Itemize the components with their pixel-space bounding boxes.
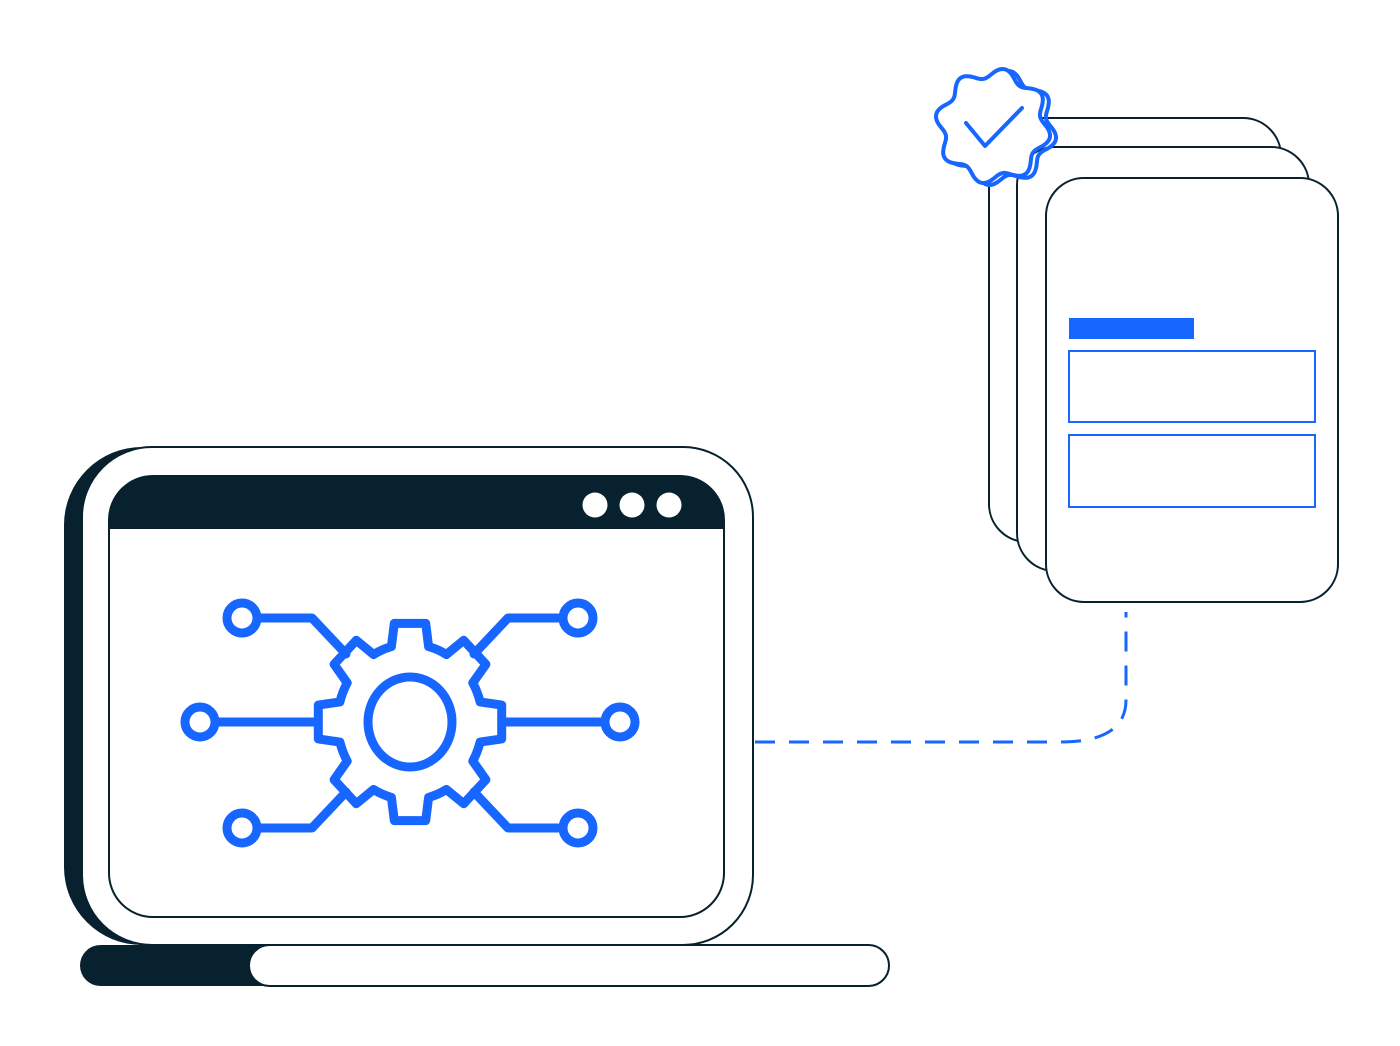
network-node	[558, 598, 598, 638]
document-form-field	[1068, 350, 1316, 423]
document-stack-icon	[988, 117, 1339, 603]
network-node	[558, 808, 598, 848]
gear-hole	[363, 672, 457, 772]
dashed-connector-line	[755, 612, 1128, 744]
network-gear-icon	[180, 598, 640, 848]
browser-window-frame	[108, 475, 725, 918]
network-node	[222, 808, 262, 848]
badge-outline-front	[934, 67, 1052, 185]
document-form-field	[1068, 434, 1316, 508]
network-line-top-right	[469, 613, 563, 659]
network-line-bottom-right	[469, 787, 563, 833]
network-node	[600, 702, 640, 742]
network-node	[180, 702, 220, 742]
document-header-bar	[1069, 318, 1194, 339]
network-line-bottom-left	[256, 787, 351, 833]
window-dots-icon	[582, 492, 682, 518]
laptop-base	[248, 944, 890, 987]
browser-window-icon	[108, 475, 725, 918]
network-line-top-left	[256, 613, 351, 659]
browser-title-bar	[109, 476, 724, 529]
window-dot	[619, 492, 645, 518]
network-node	[222, 598, 262, 638]
checkmark-icon	[964, 106, 1024, 148]
window-dot	[582, 492, 608, 518]
verified-badge-icon	[934, 67, 1058, 187]
window-dot	[656, 492, 682, 518]
gear-icon	[313, 618, 507, 826]
